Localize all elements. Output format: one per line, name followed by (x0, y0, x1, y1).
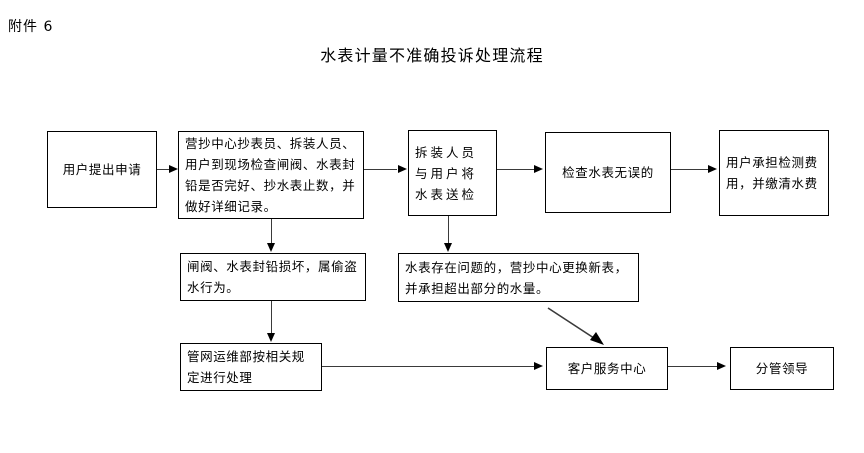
flow-node-user-application[interactable]: 用户提出申请 (47, 131, 157, 208)
connector-n9-n10 (668, 366, 718, 367)
flow-node-customer-service-center[interactable]: 客户服务中心 (546, 347, 668, 390)
flow-node-label: 用户提出申请 (62, 162, 142, 177)
connector-n7-n9 (547, 307, 604, 345)
arrowhead-n3-n7 (443, 243, 452, 252)
arrowhead-n2-n3 (398, 164, 407, 173)
attachment-label: 附件 6 (8, 19, 54, 35)
flow-node-supervising-leader[interactable]: 分管领导 (730, 347, 834, 390)
flow-node-label: 闸阀、水表封铅损坏，属偷盗水行为。 (187, 259, 358, 295)
page-title: 水表计量不准确投诉处理流程 (320, 46, 544, 65)
connector-n2-n3 (364, 169, 397, 170)
arrowhead-n8-n9 (534, 361, 543, 370)
connector-n3-n7 (448, 216, 449, 245)
flow-node-label: 管网运维部按相关规定进行处理 (187, 349, 305, 385)
flow-node-send-meter-for-testing[interactable]: 拆装人员与用户将水表送检 (408, 130, 497, 216)
flow-node-label: 用户承担检测费用，并缴清水费 (726, 155, 818, 191)
flow-node-pipe-network-dept[interactable]: 管网运维部按相关规定进行处理 (180, 343, 322, 391)
connector-n4-n5 (671, 169, 708, 170)
connector-n8-n9 (322, 366, 534, 367)
flow-node-label: 分管领导 (755, 361, 809, 376)
connector-n1-n2 (157, 169, 170, 170)
arrowhead-n2-n6 (266, 243, 275, 252)
flow-node-user-pays-fee[interactable]: 用户承担检测费用，并缴清水费 (719, 130, 829, 216)
flow-node-seal-damaged-theft[interactable]: 闸阀、水表封铅损坏，属偷盗水行为。 (180, 253, 366, 301)
flow-node-meter-problem-replace[interactable]: 水表存在问题的，营抄中心更换新表，并承担超出部分的水量。 (398, 253, 639, 302)
arrowhead-n3-n4 (534, 164, 543, 173)
arrowhead-n4-n5 (708, 164, 717, 173)
flow-node-label: 检查水表无误的 (562, 165, 654, 180)
flow-node-label: 水表存在问题的，营抄中心更换新表，并承担超出部分的水量。 (405, 259, 628, 296)
connector-n6-n8 (271, 301, 272, 334)
flow-node-label: 营抄中心抄表员、拆装人员、用户到现场检查闸阀、水表封铅是否完好、抄水表止数，并做… (185, 136, 356, 214)
connector-n2-n6 (271, 219, 272, 245)
connector-n3-n4 (497, 169, 534, 170)
flow-node-label: 拆装人员与用户将水表送检 (415, 144, 478, 202)
arrowhead-n1-n2 (169, 164, 178, 173)
arrowhead-n9-n10 (717, 361, 726, 370)
flow-node-label: 客户服务中心 (567, 361, 647, 376)
arrowhead-n6-n8 (266, 333, 275, 342)
flow-node-meter-no-error[interactable]: 检查水表无误的 (545, 132, 671, 213)
flow-node-onsite-inspection[interactable]: 营抄中心抄表员、拆装人员、用户到现场检查闸阀、水表封铅是否完好、抄水表止数，并做… (178, 131, 364, 219)
